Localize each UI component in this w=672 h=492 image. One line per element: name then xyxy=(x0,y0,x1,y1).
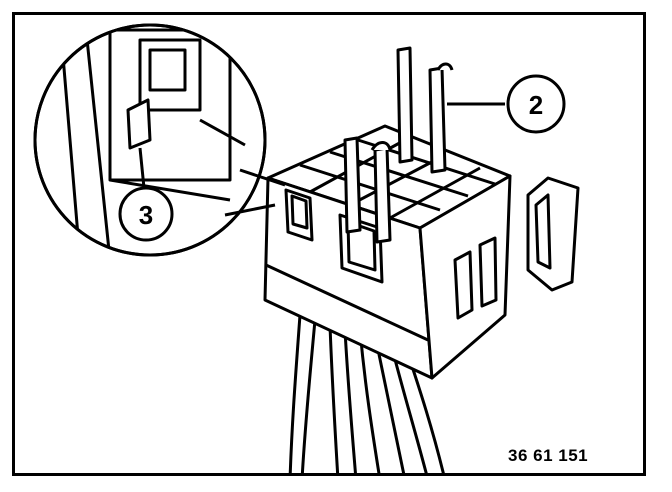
detail-magnifier xyxy=(33,23,286,257)
terminal-pins xyxy=(343,46,454,244)
secondary-lock xyxy=(526,176,580,292)
figure-reference-number: 36 61 151 xyxy=(508,446,589,465)
connector-housing xyxy=(263,124,512,380)
callout-2-label: 2 xyxy=(529,90,543,120)
callout-3-circle xyxy=(118,186,174,242)
callout-3-leader xyxy=(138,147,146,189)
callout-3-label: 3 xyxy=(139,200,153,230)
figure-frame xyxy=(12,12,646,476)
callout-2-circle xyxy=(506,74,566,134)
